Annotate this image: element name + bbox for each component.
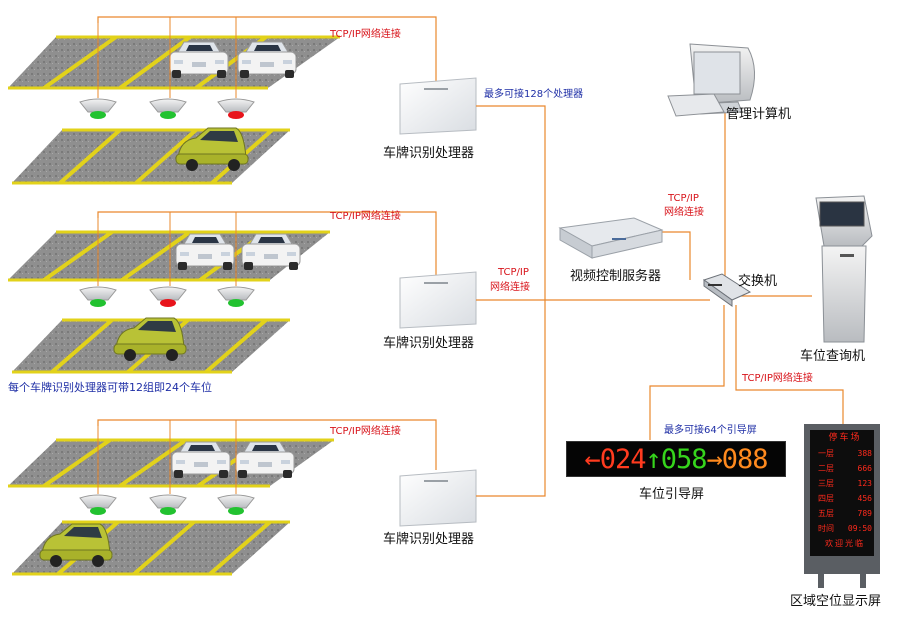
area-display-footer: 欢迎光临: [825, 539, 865, 548]
processor-capacity-note: 每个车牌识别处理器可带12组即24个车位: [8, 381, 212, 394]
processor-2: [399, 271, 477, 329]
tcp-center-label-2: 网络连接: [490, 282, 530, 293]
processor-1: [399, 77, 477, 135]
computer-icon: [667, 43, 755, 117]
tcp-video-label-2: 网络连接: [664, 207, 704, 218]
area-screen-label: 区域空位显示屏: [790, 594, 882, 609]
video-server: [558, 217, 664, 259]
tcp-label-right: TCP/IP网络连接: [742, 373, 813, 384]
switch-label: 交换机: [738, 274, 778, 289]
parking-section-3: [8, 419, 437, 576]
tcp-label-mid: TCP/IP网络连接: [330, 211, 401, 222]
tcp-center-label-1: TCP/IP: [498, 267, 529, 278]
network-lines: [476, 100, 844, 497]
mgmt-computer-label: 管理计算机: [726, 107, 792, 122]
processor-label-3: 车牌识别处理器: [383, 532, 475, 547]
led-guide-sign: ← 024 ↑ 058 → 088: [566, 441, 786, 477]
max-processors-note: 最多可接128个处理器: [484, 89, 584, 100]
guide-screen-label: 车位引导屏: [639, 487, 705, 502]
up-arrow-icon: ↑: [645, 443, 661, 475]
tcp-label-bottom: TCP/IP网络连接: [330, 426, 401, 437]
tcp-label-top: TCP/IP网络连接: [330, 29, 401, 40]
query-kiosk-label: 车位查询机: [800, 349, 866, 364]
led-right-value: 088: [721, 443, 769, 475]
led-left-value: 024: [599, 443, 647, 475]
area-display-tower: [804, 424, 880, 588]
led-mid-value: 058: [660, 443, 708, 475]
left-arrow-icon: ←: [584, 443, 600, 475]
query-kiosk: [815, 195, 873, 343]
switch-icon: [702, 273, 752, 307]
processor-label-2: 车牌识别处理器: [383, 336, 475, 351]
tcp-video-label-1: TCP/IP: [668, 193, 699, 204]
parking-section-2: [8, 211, 437, 374]
right-arrow-icon: →: [706, 443, 723, 475]
processor-label-1: 车牌识别处理器: [383, 146, 475, 161]
parking-section-1: [8, 16, 437, 185]
max-screens-note: 最多可接64个引导屏: [664, 425, 757, 436]
processor-3: [399, 469, 477, 527]
area-display-header: 停车场: [828, 433, 862, 443]
video-server-label: 视频控制服务器: [570, 269, 662, 284]
